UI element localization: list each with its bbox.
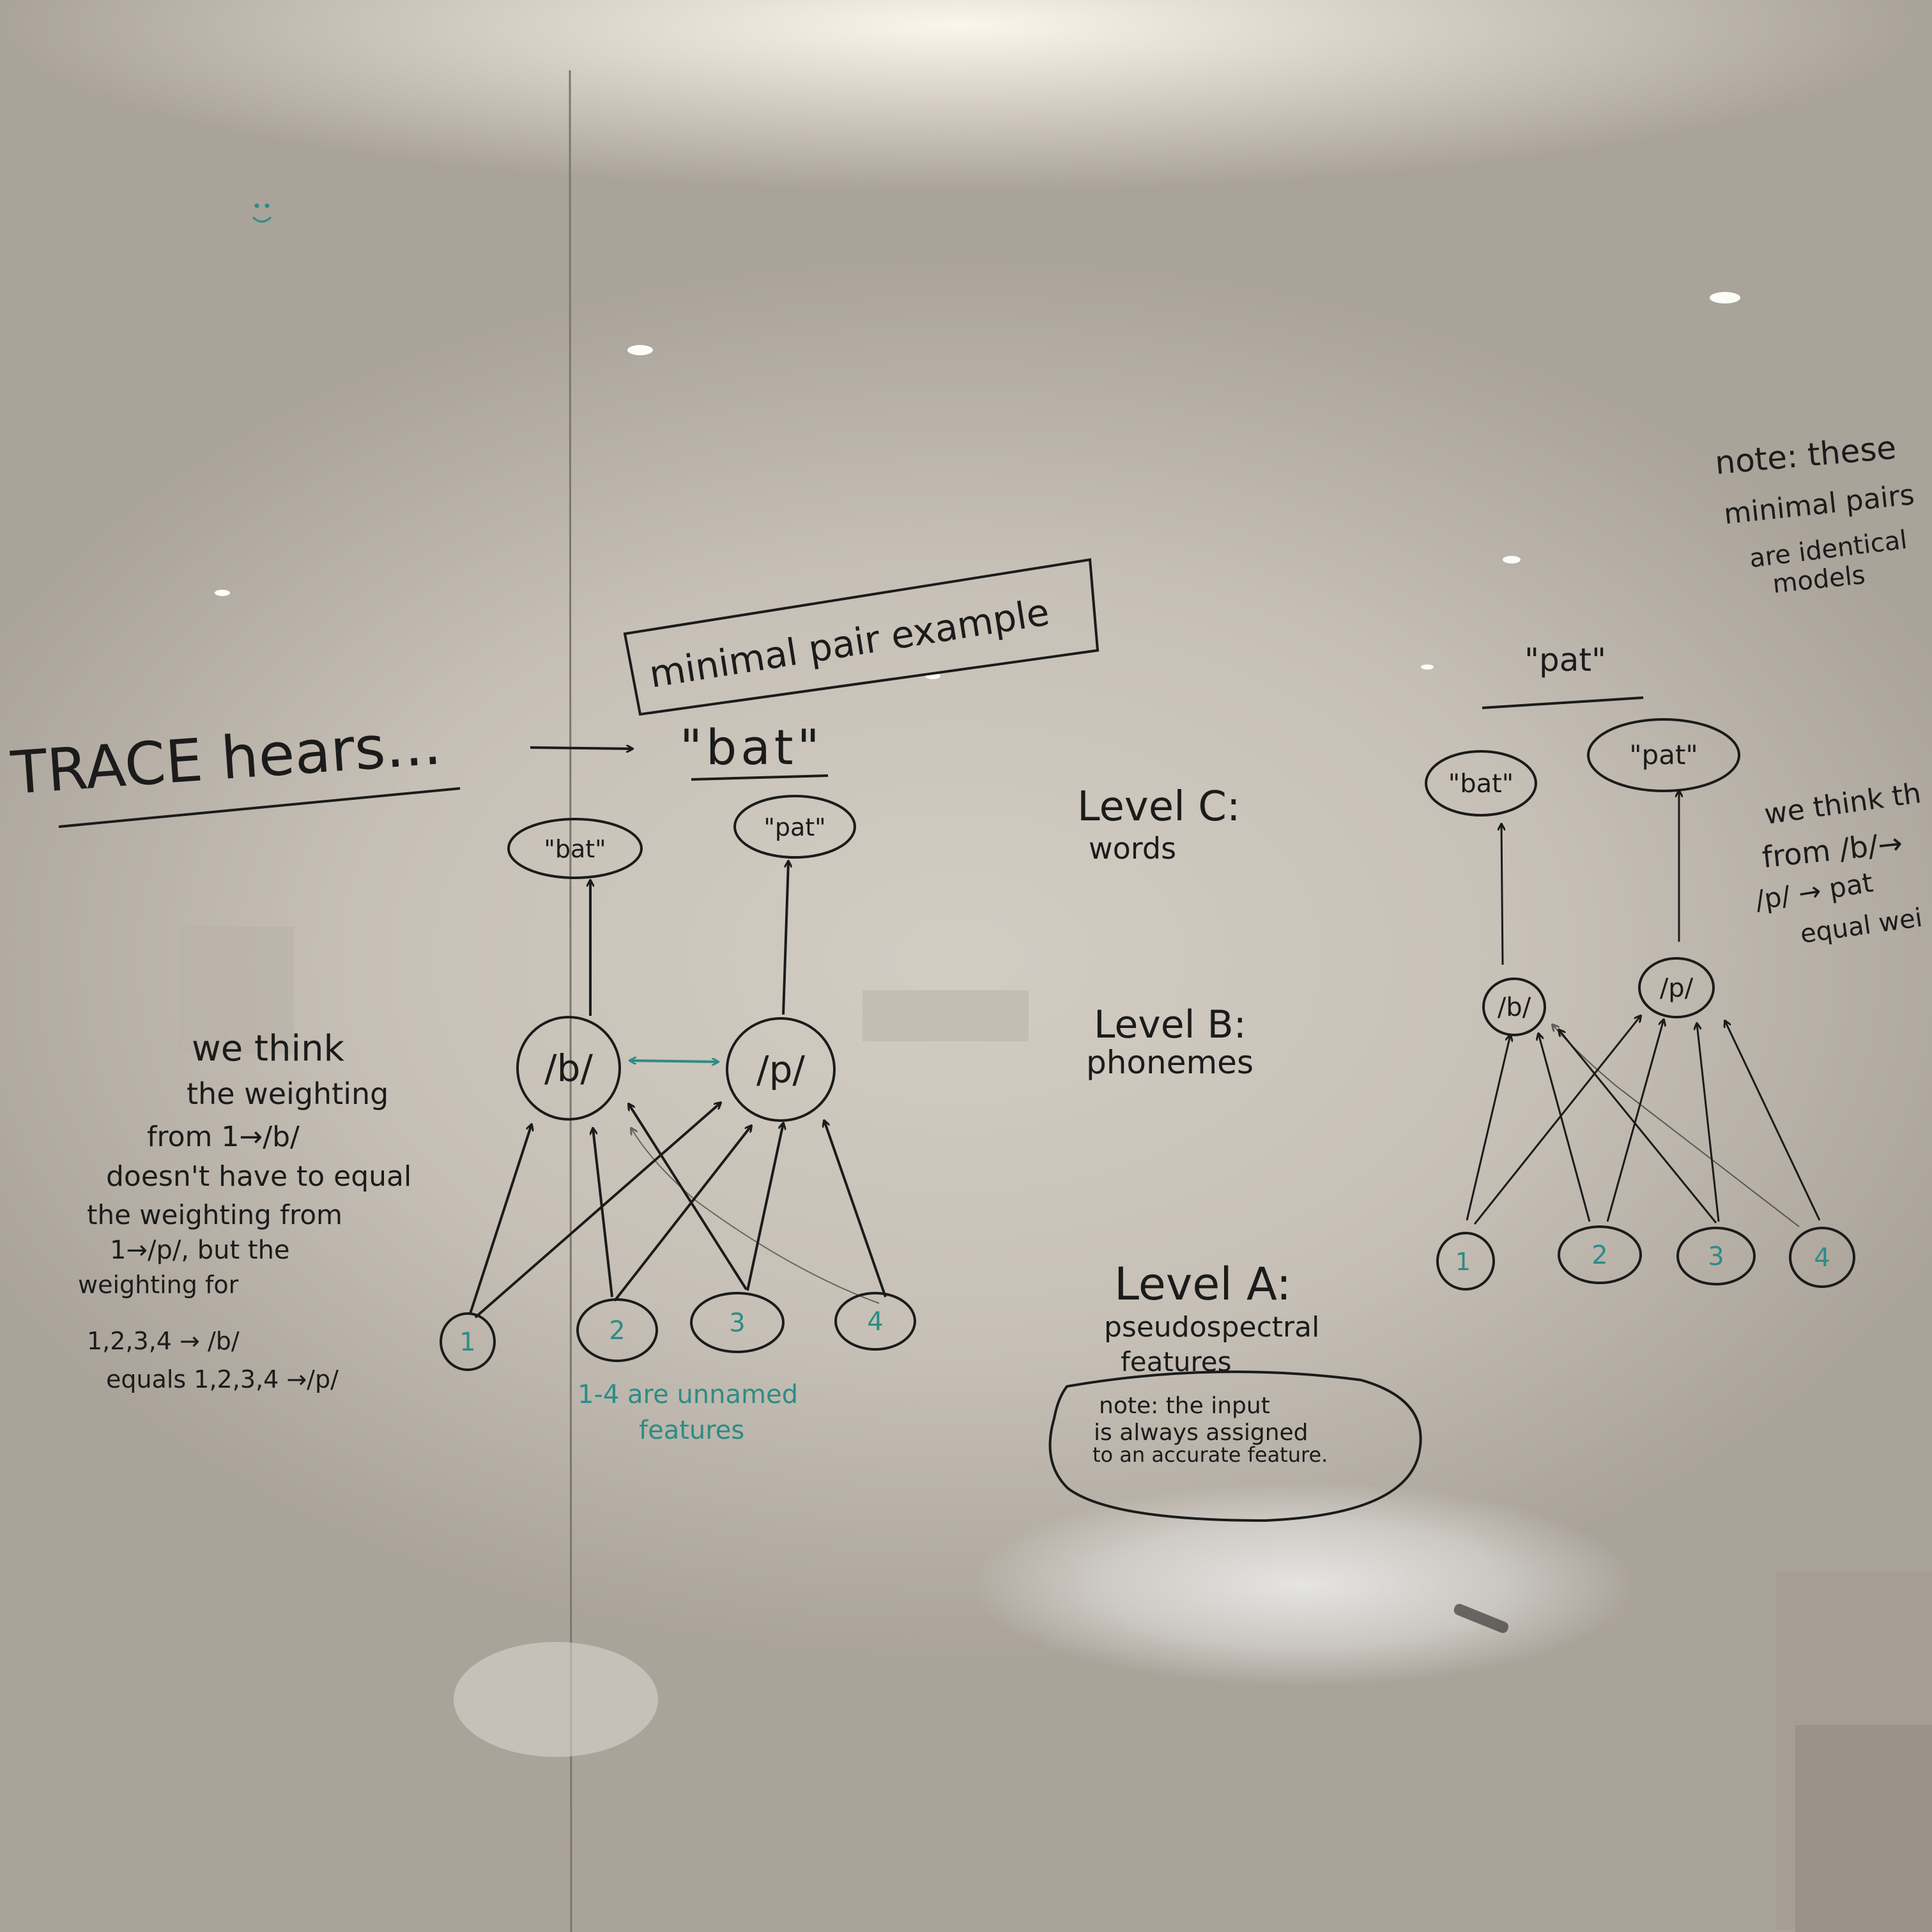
left-edge-4-to-b <box>631 1128 880 1304</box>
we-think-line-9: equals 1,2,3,4 →/p/ <box>106 1365 339 1393</box>
left-feature-node-3 <box>690 1292 785 1353</box>
light-reflections <box>215 292 1740 679</box>
right-phoneme-node-p <box>1638 957 1715 1018</box>
left-feature-node-4 <box>834 1292 916 1351</box>
right-word-label-bat: "bat" <box>1448 769 1514 799</box>
right-phoneme-node-b <box>1482 977 1546 1036</box>
left-phoneme-node-b <box>516 1016 621 1121</box>
right-we-think-line-2: from /b/→ <box>1761 825 1905 875</box>
background-reflections <box>179 926 1932 1932</box>
right-feature-label-1: 1 <box>1455 1248 1471 1276</box>
we-think-line-7: weighting for <box>78 1271 239 1299</box>
left-feature-label-2: 2 <box>609 1316 625 1346</box>
trace-hears-text: TRACE hears... <box>8 709 443 808</box>
right-feature-node-1 <box>1436 1232 1495 1291</box>
right-edge-4-to-b <box>1552 1025 1800 1227</box>
we-think-line-3: from 1→/b/ <box>147 1121 300 1153</box>
right-feature-label-4: 4 <box>1814 1243 1830 1273</box>
right-we-think-note: we think th from /b/→ /p/ → pat equal we… <box>1753 777 1924 949</box>
right-feature-label-2: 2 <box>1591 1241 1607 1270</box>
left-diagram: "bat" "pat" /b/ /p/ 1 2 3 4 1-4 are unna… <box>440 795 916 1445</box>
we-think-line-8: 1,2,3,4 → /b/ <box>87 1327 240 1355</box>
level-a-desc-1: pseudospectral <box>1104 1311 1319 1344</box>
level-c-desc: words <box>1089 831 1176 866</box>
left-edges <box>469 861 887 1319</box>
b-p-relation-arrow <box>630 1061 718 1062</box>
input-note-line-2: is always assigned <box>1094 1420 1308 1446</box>
title-box-text: minimal pair example <box>647 590 1052 696</box>
left-word-label-bat: "bat" <box>544 835 606 863</box>
features-note-line-2: features <box>639 1416 744 1445</box>
level-b-title: Level B: <box>1094 1002 1246 1047</box>
input-note-line-1: note: the input <box>1099 1393 1270 1419</box>
right-we-think-line-4: equal wei <box>1798 903 1924 949</box>
trace-hears-group: TRACE hears... "bat" <box>8 709 829 828</box>
left-word-node-pat <box>733 795 856 859</box>
right-we-think-line-3: /p/ → pat <box>1753 866 1875 916</box>
title-box: minimal pair example <box>623 558 1100 716</box>
left-feature-node-2 <box>576 1298 658 1362</box>
smiley-icon <box>252 203 272 223</box>
right-word-label-pat: "pat" <box>1629 739 1698 770</box>
right-edges <box>1466 791 1821 1225</box>
left-word-node-bat <box>507 818 643 879</box>
right-phoneme-label-b: /b/ <box>1498 993 1531 1022</box>
left-phoneme-node-p <box>726 1017 836 1122</box>
we-think-line-4: doesn't have to equal <box>106 1160 411 1193</box>
we-think-line-1: we think <box>192 1028 345 1070</box>
right-word-node-pat <box>1587 718 1740 792</box>
input-note-bubble: note: the input is always assigned to an… <box>1048 1370 1422 1522</box>
we-think-line-5: the weighting from <box>87 1199 342 1230</box>
left-phoneme-label-b: /b/ <box>544 1046 593 1090</box>
left-feature-label-4: 4 <box>867 1307 883 1337</box>
level-b-desc: phonemes <box>1086 1044 1254 1081</box>
left-phoneme-label-p: /p/ <box>756 1048 805 1091</box>
we-think-line-6: 1→/p/, but the <box>110 1236 290 1265</box>
level-labels: Level C: words Level B: phonemes Level A… <box>1077 783 1319 1377</box>
glass-seam <box>569 70 572 1932</box>
level-a-title: Level A: <box>1114 1258 1291 1310</box>
right-word-node-bat <box>1425 750 1537 816</box>
left-feature-label-1: 1 <box>459 1328 475 1357</box>
we-think-line-2: the weighting <box>187 1077 388 1111</box>
right-feature-label-3: 3 <box>1708 1242 1724 1271</box>
left-word-label-pat: "pat" <box>763 813 825 841</box>
trace-hears-arrow <box>530 747 632 749</box>
input-note-line-3: to an accurate feature. <box>1092 1443 1328 1467</box>
left-feature-label-3: 3 <box>729 1308 745 1338</box>
we-think-note: we think the weighting from 1→/b/ doesn'… <box>78 1028 411 1393</box>
right-heard-word: "pat" <box>1524 641 1606 678</box>
right-diagram: "pat" "bat" "pat" /b/ /p/ 1 2 3 4 <box>1425 641 1855 1291</box>
marker-reflection <box>1453 1604 1509 1633</box>
features-note-line-1: 1-4 are unnamed <box>578 1380 798 1409</box>
heard-word: "bat" <box>680 719 824 776</box>
right-phoneme-label-p: /p/ <box>1660 974 1694 1003</box>
right-feature-node-2 <box>1558 1225 1642 1284</box>
top-right-note-line-1: note: these <box>1713 429 1897 482</box>
left-feature-node-1 <box>440 1312 496 1371</box>
top-right-note: note: these minimal pairs are identical … <box>1713 429 1916 599</box>
level-c-title: Level C: <box>1077 783 1241 831</box>
right-feature-node-4 <box>1789 1227 1855 1288</box>
top-right-note-line-2: minimal pairs <box>1722 479 1916 531</box>
right-we-think-line-1: we think th <box>1762 777 1923 831</box>
right-feature-node-3 <box>1676 1227 1756 1285</box>
